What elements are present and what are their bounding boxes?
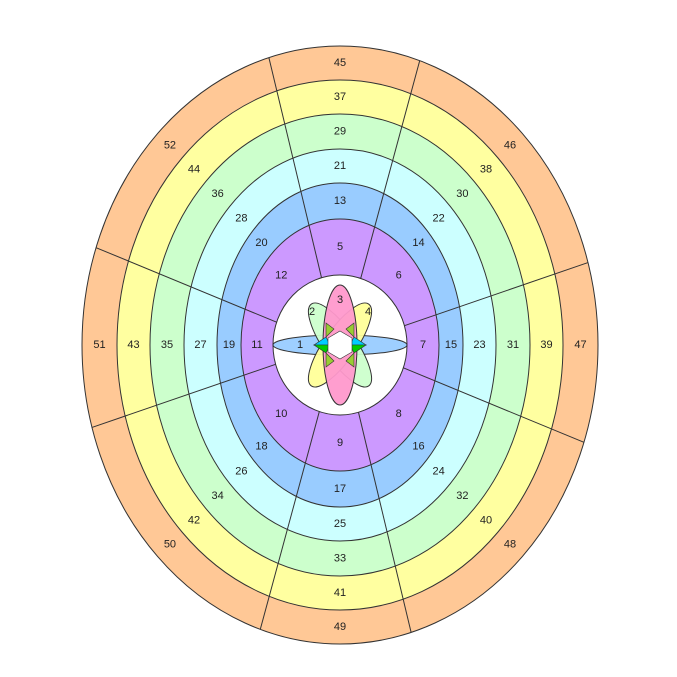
ring-1-label-bottomright: 8: [396, 408, 402, 420]
ring-6-label-bottomleft: 50: [164, 538, 176, 550]
ring-1-label-right: 7: [420, 339, 426, 351]
ring-3-label-right: 23: [473, 339, 485, 351]
ring-2-label-topright: 14: [412, 237, 424, 249]
petal-label-upper-right: 4: [365, 306, 371, 318]
ring-2-label-right: 15: [445, 339, 457, 351]
sector-divider-1: [268, 57, 323, 278]
ring-6-label-bottom: 49: [334, 621, 346, 633]
center-layer: [272, 284, 408, 406]
overlap-bottom-left: [325, 352, 335, 368]
petal-label-vertical: 3: [337, 294, 343, 306]
ring-6-label-topleft: 52: [164, 140, 176, 152]
ring-6-label-left: 51: [93, 339, 105, 351]
ring-1-label-bottomleft: 10: [275, 408, 287, 420]
ring-2-label-topleft: 20: [255, 237, 267, 249]
ring-5-label-right: 39: [540, 339, 552, 351]
ring-3-label-topleft: 28: [235, 212, 247, 224]
center-hexagon: [327, 330, 353, 360]
sector-divider-6: [259, 411, 320, 630]
ring-4-label-right: 31: [507, 339, 519, 351]
ring-3-label-bottomleft: 26: [235, 465, 247, 477]
ring-4-label-bottomright: 32: [456, 490, 468, 502]
ring-2-label-bottomright: 16: [412, 441, 424, 453]
ring-6-label-bottomright: 48: [504, 538, 516, 550]
ring-1-label-topright: 6: [396, 270, 402, 282]
ring-3-label-top: 21: [334, 160, 346, 172]
ring-2-label-top: 13: [334, 195, 346, 207]
label-layer: 4546474849505152373839404142434429303132…: [93, 57, 586, 633]
ring-5-label-bottom: 41: [334, 587, 346, 599]
overlap-bottom-right: [345, 352, 355, 368]
ring-5-label-top: 37: [334, 91, 346, 103]
ring-6-label-top: 45: [334, 57, 346, 69]
ring-1-label-topleft: 12: [275, 270, 287, 282]
ring-1-label-top: 5: [337, 241, 343, 253]
ring-5-label-bottomleft: 42: [188, 514, 200, 526]
ring-5-label-topleft: 44: [188, 164, 200, 176]
sector-divider-5: [357, 412, 412, 633]
ring-2-label-left: 19: [223, 339, 235, 351]
ring-4-label-bottomleft: 34: [212, 490, 224, 502]
ring-3-label-bottom: 25: [334, 518, 346, 530]
ring-4-label-topleft: 36: [212, 188, 224, 200]
ring-5-label-left: 43: [127, 339, 139, 351]
sector-divider-8: [95, 247, 277, 323]
ring-2-label-bottom: 17: [334, 483, 346, 495]
sector-divider-3: [404, 262, 589, 327]
ring-6-label-right: 47: [574, 339, 586, 351]
petal-label-upper-left: 2: [309, 306, 315, 318]
sector-divider-4: [403, 367, 585, 443]
ring-2-label-bottomleft: 18: [255, 441, 267, 453]
ring-3-label-left: 27: [194, 339, 206, 351]
ring-1-label-bottom: 9: [337, 437, 343, 449]
ring-1-label-left: 11: [251, 339, 262, 351]
ring-4-label-topright: 30: [456, 188, 468, 200]
ring-5-label-topright: 38: [480, 164, 492, 176]
spoke-layer: [91, 57, 589, 633]
sector-divider-2: [360, 60, 421, 279]
ring-4-label-top: 29: [334, 125, 346, 137]
overlap-top-right: [345, 322, 355, 338]
overlap-top-left: [325, 322, 335, 338]
ring-6-label-topright: 46: [504, 140, 516, 152]
ring-4-label-left: 35: [161, 339, 173, 351]
ring-3-label-bottomright: 24: [433, 465, 445, 477]
ring-3-label-topright: 22: [433, 212, 445, 224]
sector-divider-7: [91, 363, 276, 428]
ring-5-label-bottomright: 40: [480, 514, 492, 526]
ring-4-label-bottom: 33: [334, 552, 346, 564]
petal-label-horizontal: 1: [297, 339, 303, 351]
